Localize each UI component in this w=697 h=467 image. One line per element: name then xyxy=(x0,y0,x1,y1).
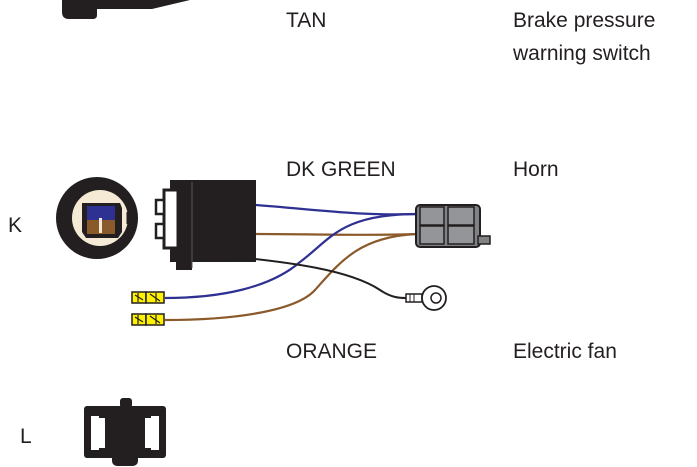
function-brake-line1: Brake pressure xyxy=(513,9,656,32)
function-brake-line2: warning switch xyxy=(513,42,651,65)
row-letter-l: L xyxy=(20,425,32,448)
function-electric-fan: Electric fan xyxy=(513,340,617,363)
top-connector-partial xyxy=(62,0,190,19)
spade-terminal-lower-icon xyxy=(131,313,165,326)
main-connector-icon xyxy=(154,180,256,270)
function-horn: Horn xyxy=(513,158,559,181)
wire-color-orange: ORANGE xyxy=(286,340,378,363)
ring-terminal-icon xyxy=(405,285,447,311)
round-socket-icon xyxy=(56,177,138,259)
row-letter-k: K xyxy=(8,214,23,237)
horn-connector-icon xyxy=(415,204,491,248)
spade-terminal-upper-icon xyxy=(131,291,165,304)
black-ground-wire xyxy=(225,255,407,299)
wire-color-tan: TAN xyxy=(286,9,327,32)
bottom-connector-icon xyxy=(84,398,166,466)
brown-wire-lower xyxy=(164,232,419,322)
blue-wire-lower xyxy=(164,212,419,300)
blue-wire-upper xyxy=(255,203,419,216)
brown-wire-upper xyxy=(255,232,419,236)
wires xyxy=(164,203,419,322)
wire-color-dk-green: DK GREEN xyxy=(286,158,396,181)
